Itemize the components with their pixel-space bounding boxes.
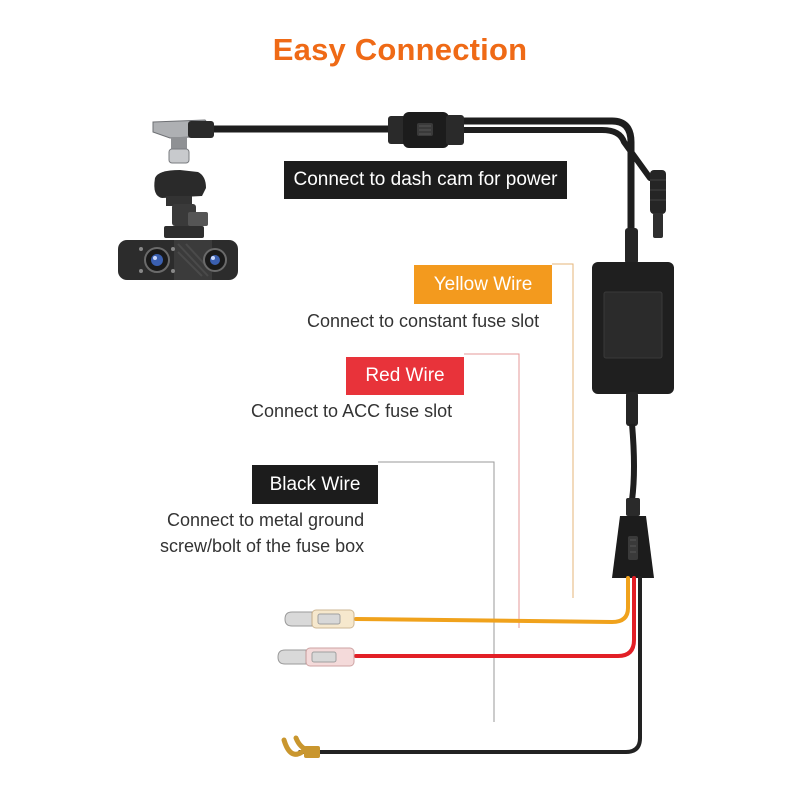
power-label: Connect to dash cam for power — [284, 161, 567, 199]
fuse-cable — [629, 423, 637, 501]
yellow-wire — [354, 576, 630, 624]
strain-relief-bottom — [626, 392, 638, 426]
main-cable — [206, 117, 653, 238]
black-wire — [298, 576, 642, 754]
black-wire-description-line: screw/bolt of the fuse box — [160, 536, 365, 556]
yellow-leader-line — [552, 263, 574, 598]
black-wire-label: Black Wire — [252, 465, 378, 504]
leader-lines — [378, 263, 574, 722]
output-wires — [298, 576, 642, 754]
dc-plug-icon — [650, 170, 666, 238]
control-box-icon — [592, 262, 674, 394]
bullet-terminal-icon — [284, 609, 355, 629]
red-leader-line — [464, 353, 520, 628]
red-wire — [354, 576, 636, 658]
black-wire-description: Connect to metal ground screw/bolt of th… — [160, 507, 364, 559]
fuse-connector-icon — [612, 498, 654, 578]
spade-terminal-icon — [281, 735, 320, 758]
usb-c-plug-icon — [152, 119, 214, 164]
red-wire-description: Connect to ACC fuse slot — [251, 401, 453, 421]
strain-relief-top — [625, 228, 638, 264]
black-wire-description-line: Connect to metal ground — [166, 510, 365, 530]
dash-cam-icon — [118, 170, 238, 280]
black-leader-line — [378, 461, 495, 722]
yellow-wire-description: Connect to constant fuse slot — [307, 311, 540, 331]
connector-icon — [388, 112, 464, 148]
red-wire-label: Red Wire — [346, 357, 464, 395]
page-title: Easy Connection — [272, 32, 528, 67]
yellow-wire-label: Yellow Wire — [414, 265, 552, 304]
bullet-terminal-icon — [277, 647, 355, 667]
